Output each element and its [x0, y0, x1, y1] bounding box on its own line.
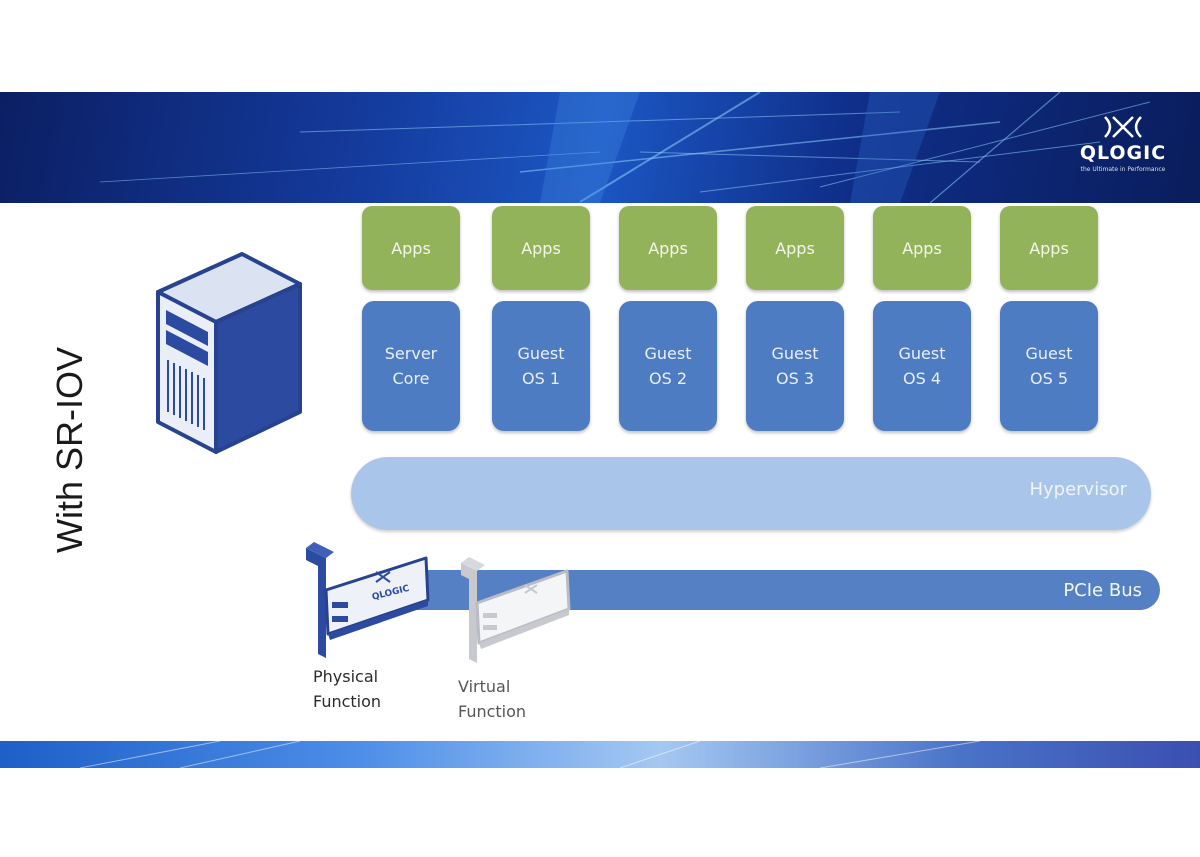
os-label-line2: OS 3: [775, 369, 814, 388]
physical-function-card-icon: QLOGIC: [306, 542, 430, 658]
physical-function-label: Physical Function: [313, 664, 381, 714]
slide-title: With SR-IOV: [40, 330, 100, 570]
os-block-guest-os-4: Guest OS 4: [873, 301, 971, 431]
logo-tagline: the Ultimate in Performance: [1080, 166, 1166, 173]
physical-function-line1: Physical: [313, 667, 379, 686]
apps-block: Apps: [1000, 206, 1098, 290]
header-banner: QLOGIC the Ultimate in Performance: [0, 92, 1200, 203]
pcie-bus-label: PCIe Bus: [1063, 580, 1142, 601]
footer-streaks: [79, 741, 981, 768]
hypervisor-label: Hypervisor: [1029, 479, 1127, 500]
apps-block: Apps: [619, 206, 717, 290]
os-block-guest-os-2: Guest OS 2: [619, 301, 717, 431]
footer-banner: [0, 741, 1200, 768]
server-tower-icon: [156, 252, 302, 454]
os-label-line1: Guest: [644, 344, 692, 363]
os-block-guest-os-5: Guest OS 5: [1000, 301, 1098, 431]
os-label-line2: OS 2: [648, 369, 687, 388]
os-label-line2: OS 1: [521, 369, 560, 388]
os-block-guest-os-3: Guest OS 3: [746, 301, 844, 431]
physical-function-line2: Function: [313, 692, 382, 711]
os-block-server-core: Server Core: [362, 301, 460, 431]
os-label-line1: Guest: [898, 344, 946, 363]
slide-title-text: With SR-IOV: [49, 346, 90, 554]
apps-block: Apps: [492, 206, 590, 290]
apps-block: Apps: [746, 206, 844, 290]
os-block-guest-os-1: Guest OS 1: [492, 301, 590, 431]
apps-block: Apps: [873, 206, 971, 290]
os-label-line1: Server: [384, 344, 438, 363]
virtual-function-line1: Virtual: [458, 677, 511, 696]
banner-streaks: [99, 92, 1151, 203]
os-label-line1: Guest: [771, 344, 819, 363]
qlogic-logo: QLOGIC the Ultimate in Performance: [1068, 114, 1178, 184]
apps-block: Apps: [362, 206, 460, 290]
virtual-function-card-icon: [461, 557, 571, 663]
os-label-line2: OS 5: [1029, 369, 1068, 388]
os-label-line1: Guest: [517, 344, 565, 363]
os-label-line1: Guest: [1025, 344, 1073, 363]
logo-name: QLOGIC: [1079, 142, 1167, 164]
os-label-line2: Core: [392, 369, 430, 388]
os-label-line2: OS 4: [902, 369, 941, 388]
virtual-function-label: Virtual Function: [458, 674, 526, 724]
virtual-function-line2: Function: [458, 702, 527, 721]
qlogic-logo-icon: [1104, 116, 1142, 138]
hypervisor-layer: Hypervisor: [351, 457, 1151, 530]
